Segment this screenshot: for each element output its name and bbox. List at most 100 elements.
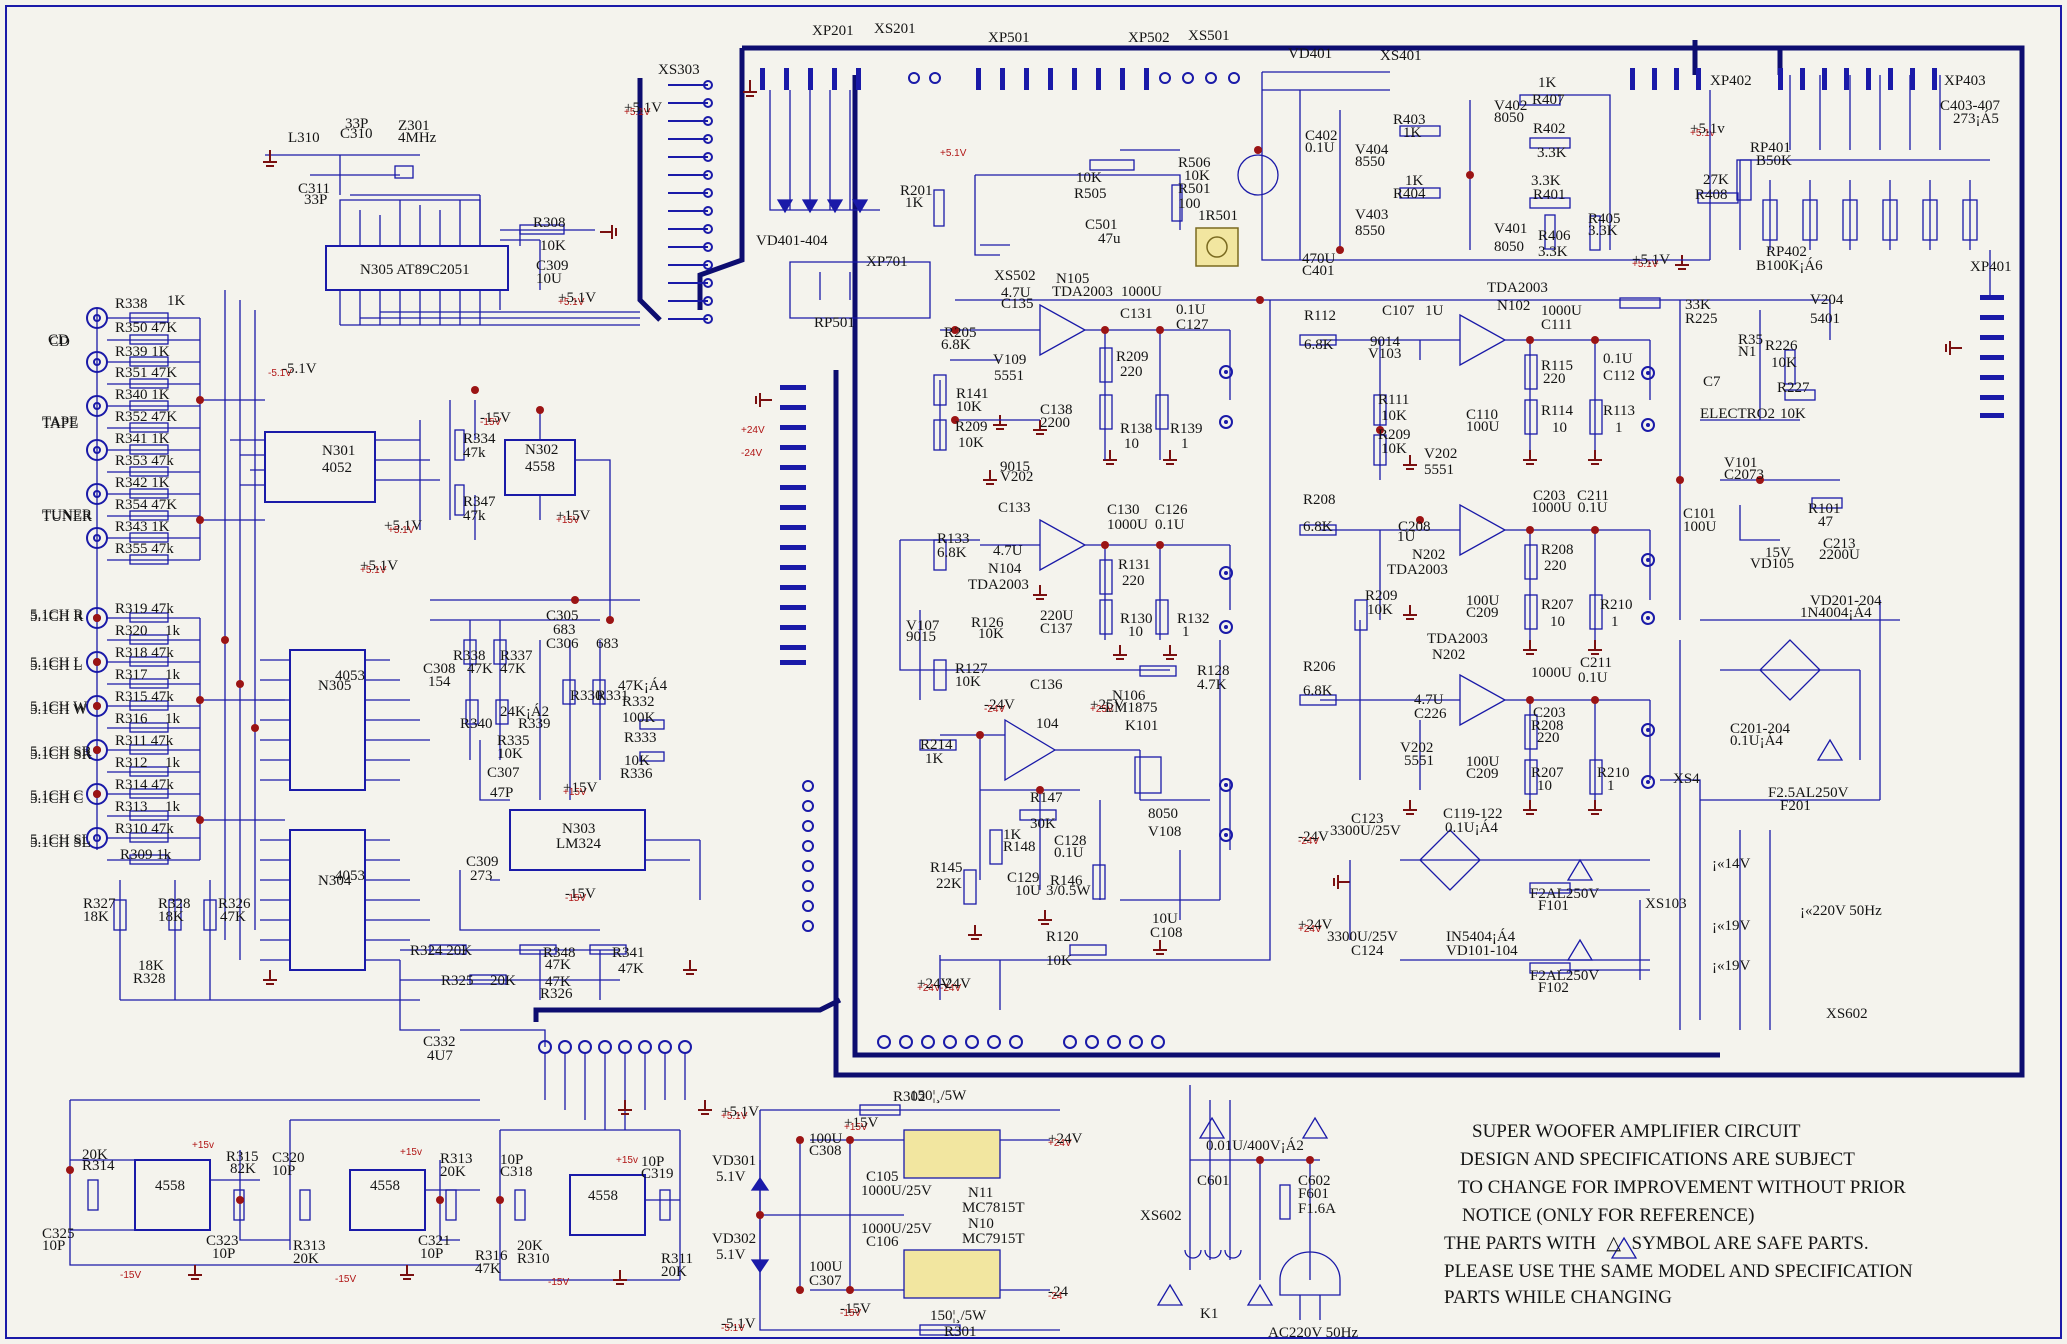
component-label: 5.1CH C (30, 791, 83, 807)
component-label: 33P (345, 116, 368, 132)
component-label: 1 (1607, 778, 1615, 794)
component-label: N305 (318, 678, 351, 694)
component-label: VD302 (712, 1231, 756, 1247)
component-label: TDA2003 (1387, 562, 1448, 578)
component-label: R101 (1808, 501, 1841, 517)
component-label: R317 (115, 667, 148, 683)
component-label: R404 (1393, 186, 1426, 202)
top-connectors (760, 68, 1937, 90)
component-label: R301 (944, 1324, 977, 1340)
center-connector-pins (780, 385, 806, 665)
power-markers: -5.1V +5.1V +5.1V +5.1V -15V +15V +15V -… (120, 107, 1715, 1334)
component-label: 1 (1182, 624, 1190, 640)
component-label: 683 (553, 622, 576, 638)
sensor-module-ring (1206, 236, 1228, 258)
component-label: 82K (230, 1161, 256, 1177)
component-label: 4558 (155, 1178, 185, 1194)
component-label: R350 47K (115, 320, 177, 336)
component-label: 0.1U (1603, 351, 1633, 367)
component-label: C126 (1155, 502, 1188, 518)
left-wiring (69, 154, 701, 1281)
component-label: C601 (1197, 1173, 1230, 1189)
component-label: 47k (463, 445, 486, 461)
component-label: LM324 (556, 836, 602, 852)
svg-text:+24V: +24V (741, 425, 765, 436)
component-label: 4052 (322, 460, 352, 476)
input-label-tape: TAPE (42, 414, 79, 430)
component-label: C111 (1541, 317, 1572, 333)
component-label: 33K (1685, 297, 1711, 313)
notes-line-2: TO CHANGE FOR IMPROVEMENT WITHOUT PRIOR (1458, 1177, 1906, 1198)
component-label: R127 (955, 661, 988, 677)
ic-blocks-left (134, 245, 646, 1236)
svg-text:-15V: -15V (548, 1277, 569, 1288)
component-label: 1k (165, 623, 181, 639)
component-label: C310 (340, 126, 373, 142)
component-label: N105 (1056, 271, 1089, 287)
notes-line-5: PLEASE USE THE SAME MODEL AND SPECIFICAT… (1444, 1261, 1913, 1282)
component-label: R208 (1303, 492, 1336, 508)
component-label: R141 (956, 386, 989, 402)
main-bus (533, 40, 2025, 1078)
component-label: 0.1U (1155, 517, 1185, 533)
component-label: V108 (1148, 824, 1181, 840)
component-label: R205 (944, 325, 977, 341)
component-label: 8050 (1494, 110, 1524, 126)
component-label: C308 (809, 1143, 842, 1159)
component-label: R311 (661, 1251, 693, 1267)
component-label: N104 (988, 561, 1022, 577)
component-label: N302 (525, 442, 558, 458)
bottom-connectors (538, 1035, 1165, 1054)
svg-text:+24V: +24V (917, 983, 941, 994)
component-label: C307 (487, 765, 520, 781)
component-label: ELECTRO2 (1700, 406, 1775, 422)
component-label: 3.3K (1538, 244, 1568, 260)
component-label: R340 1K (115, 387, 170, 403)
component-label: 47K (500, 661, 526, 677)
component-label: R335 (497, 733, 530, 749)
svg-text:+5.1V: +5.1V (388, 525, 415, 536)
component-label: XP502 (1128, 30, 1170, 46)
component-label: 100K (622, 710, 656, 726)
component-label: R315 47k (115, 689, 174, 705)
input-label-cd: CD (48, 332, 69, 348)
component-label: 4558 (588, 1188, 618, 1204)
component-label: 10K (955, 674, 981, 690)
component-label: R113 (1603, 403, 1635, 419)
component-label: C107 (1382, 303, 1415, 319)
component-label: C127 (1176, 317, 1209, 333)
sheet-border (5, 5, 2062, 1339)
component-label: C306 (546, 636, 579, 652)
component-label: C105 (866, 1169, 899, 1185)
component-label: 9015 (906, 629, 936, 645)
component-label: R145 (930, 860, 963, 876)
component-label: XP701 (866, 254, 908, 270)
component-label: R148 (1003, 839, 1036, 855)
component-label: N301 (322, 443, 355, 459)
component-label: C320 (272, 1150, 305, 1166)
component-label: 6.8K (1303, 519, 1333, 535)
component-label: 10 (1550, 614, 1565, 630)
svg-text:-24: -24 (1048, 1291, 1063, 1302)
component-label: F201 (1780, 798, 1811, 814)
component-label: 1K (1403, 125, 1422, 141)
speaker-terminals (1219, 365, 1655, 842)
notes-line-4b: SYMBOL ARE SAFE PARTS. (1631, 1233, 1869, 1254)
component-label: 1k (165, 711, 181, 727)
component-label: R209 (1116, 349, 1149, 365)
component-label: 10K (956, 399, 982, 415)
component-label: IN5404¡Á4 (1446, 928, 1516, 945)
svg-text:+15v: +15v (616, 1155, 638, 1166)
safety-symbols (1156, 738, 1844, 1306)
component-label: 683 (596, 636, 619, 652)
component-label: 24K¡Á2 (500, 703, 549, 720)
component-label: C203 (1533, 488, 1566, 504)
component-label: XS602 (1140, 1208, 1182, 1224)
component-label: XS602 (1826, 1006, 1868, 1022)
component-label: R320 (115, 623, 148, 639)
component-label: 100U (1466, 419, 1500, 435)
component-label: 4.7U (1001, 285, 1031, 301)
component-label: R115 (1541, 358, 1573, 374)
component-label: TDA2003 (968, 577, 1029, 593)
component-label: XS501 (1188, 28, 1230, 44)
